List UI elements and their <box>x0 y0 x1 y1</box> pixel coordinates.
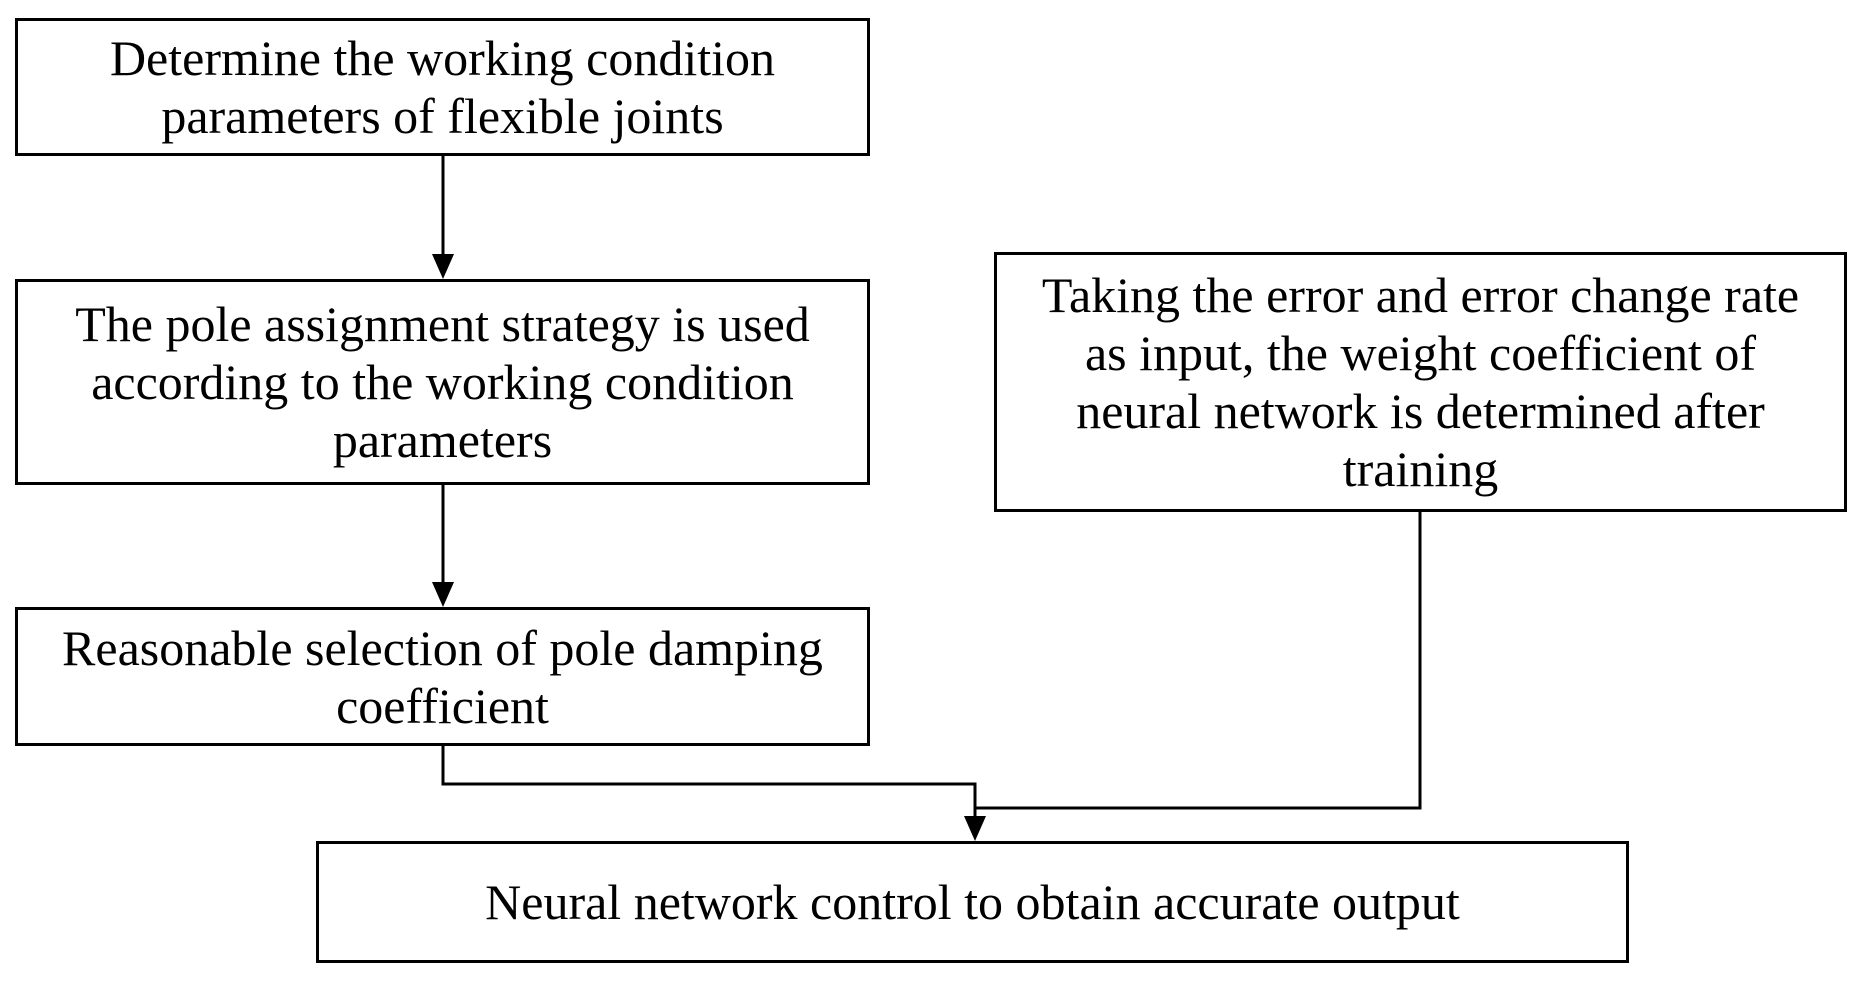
node-neural-network-training: Taking the error and error change rate a… <box>994 252 1847 512</box>
node-pole-assignment-strategy-label: The pole assignment strategy is used acc… <box>75 296 810 468</box>
arrowhead-into-damping <box>432 582 454 607</box>
edge-damping-to-control <box>441 746 977 818</box>
node-determine-working-condition: Determine the working condition paramete… <box>15 18 870 156</box>
arrowhead-into-control <box>964 816 986 841</box>
node-pole-damping-selection: Reasonable selection of pole damping coe… <box>15 607 870 746</box>
node-neural-network-training-label: Taking the error and error change rate a… <box>1041 267 1800 497</box>
node-pole-assignment-strategy: The pole assignment strategy is used acc… <box>15 279 870 485</box>
node-determine-working-condition-label: Determine the working condition paramete… <box>109 30 776 144</box>
node-pole-damping-selection-label: Reasonable selection of pole damping coe… <box>62 619 823 734</box>
arrowhead-into-pole-assignment <box>432 254 454 279</box>
node-neural-network-control: Neural network control to obtain accurat… <box>316 841 1629 963</box>
node-neural-network-control-label: Neural network control to obtain accurat… <box>485 874 1460 930</box>
edge-training-to-control <box>975 512 1422 810</box>
